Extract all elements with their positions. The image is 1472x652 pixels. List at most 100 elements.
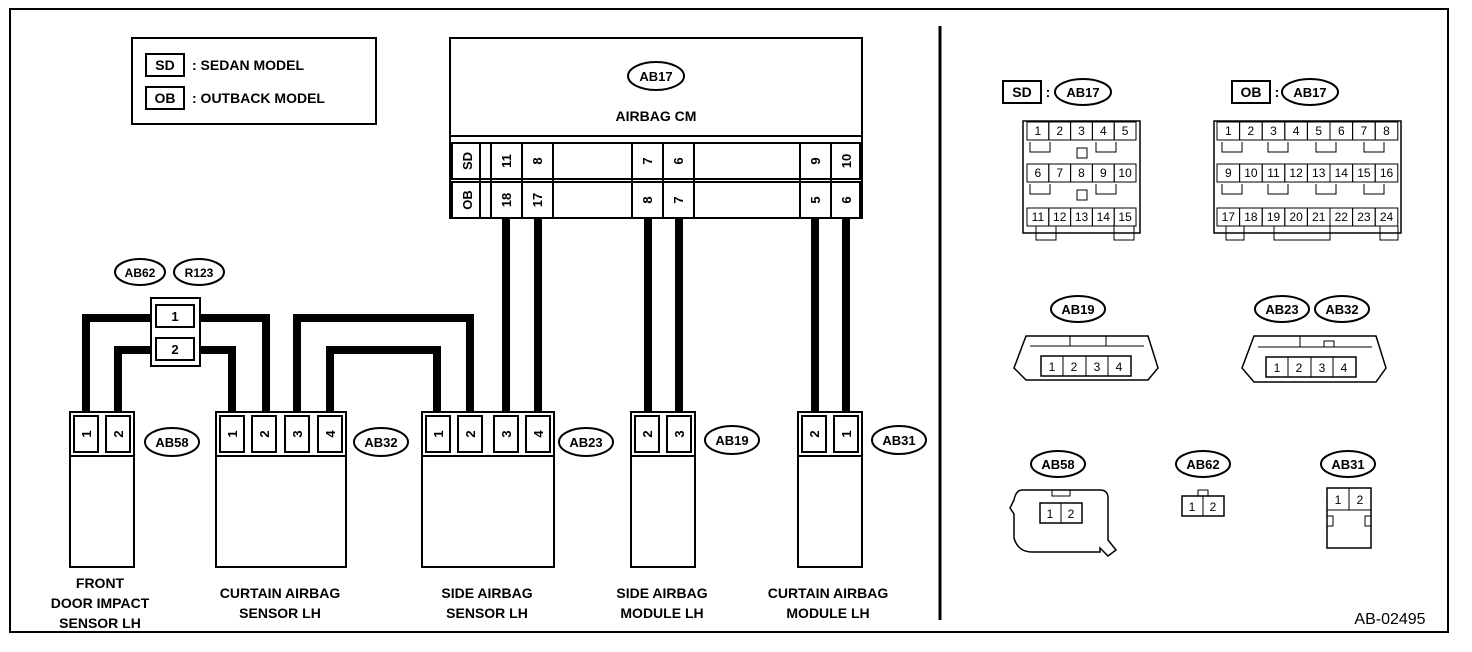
- view-pin: 17: [1222, 210, 1236, 224]
- latch-slot: [1095, 142, 1117, 153]
- latch-slot: [1076, 147, 1088, 159]
- cm-ob-pin: 17: [530, 193, 545, 207]
- view-connector-id: AB19: [1061, 302, 1094, 317]
- legend-sd-code: SD: [155, 57, 174, 73]
- view-pin: 15: [1118, 210, 1132, 224]
- component-label: SIDE AIRBAG: [616, 585, 707, 601]
- view-pin: 2: [1296, 361, 1303, 375]
- splice-pin: 1: [171, 309, 178, 324]
- wire: [196, 314, 270, 412]
- view-pin: 4: [1341, 361, 1348, 375]
- latch-slot: [1267, 142, 1289, 153]
- component-pin: 1: [839, 430, 854, 437]
- component-connector-id: AB31: [882, 433, 915, 448]
- wire: [326, 346, 441, 412]
- component-connector-id: AB19: [715, 433, 748, 448]
- view-pin: 11: [1267, 166, 1280, 180]
- view-pin-cell: [1113, 163, 1137, 183]
- view-pin-cell: [1374, 207, 1399, 227]
- view-pin: 13: [1312, 166, 1326, 180]
- cm-ob-pin: 8: [640, 196, 655, 203]
- view-pin-cell: [1374, 163, 1399, 183]
- ab62-view: AB62 1 2: [1175, 450, 1231, 517]
- ab31-view: AB31 1 2: [1320, 450, 1376, 549]
- component-pin: 2: [257, 430, 272, 437]
- view-pin: 9: [1100, 166, 1107, 180]
- cm-sd-pin: 9: [808, 157, 823, 164]
- view-pin: 4: [1293, 124, 1300, 138]
- view-pin: 23: [1357, 210, 1371, 224]
- component-label: CURTAIN AIRBAG: [768, 585, 889, 601]
- front-door-impact-sensor: 1 2 AB58 FRONT DOOR IMPACT SENSOR LH: [51, 411, 200, 631]
- view-pin: 3: [1270, 124, 1277, 138]
- component-connector-id: AB32: [364, 435, 397, 450]
- view-pin: 16: [1380, 166, 1394, 180]
- cm-connector-id: AB17: [639, 69, 672, 84]
- cm-sd-pin: 10: [839, 154, 854, 168]
- legend-ob-code: OB: [155, 90, 176, 106]
- cm-sd-pin: 8: [530, 157, 545, 164]
- view-pin: 12: [1289, 166, 1303, 180]
- view-pin: 18: [1244, 210, 1258, 224]
- view-pin: 3: [1078, 124, 1085, 138]
- view-pin: 21: [1312, 210, 1326, 224]
- cm-sd-pin: 7: [640, 157, 655, 164]
- view-pin: 22: [1335, 210, 1349, 224]
- cm-ob-pin: 7: [671, 196, 686, 203]
- component-label: MODULE LH: [620, 605, 703, 621]
- view-pin: 8: [1383, 124, 1390, 138]
- latch-slot: [1315, 142, 1337, 153]
- cm-sd-pin-row: [451, 142, 861, 180]
- splice-connector-id: AB62: [125, 266, 156, 280]
- component-label: FRONT: [76, 575, 125, 591]
- component-pin: 1: [79, 430, 94, 437]
- view-pin: 14: [1097, 210, 1111, 224]
- component-pin: 1: [431, 430, 446, 437]
- view-pin: 13: [1075, 210, 1089, 224]
- side-airbag-module: 2 3 AB19 SIDE AIRBAG MODULE LH: [616, 411, 760, 621]
- cm-sd-pin: 6: [671, 157, 686, 164]
- view-connector-id: AB23: [1265, 302, 1298, 317]
- view-pin: 6: [1035, 166, 1042, 180]
- side-airbag-sensor: 1 2 3 4 AB23 SIDE AIRBAG SENSOR LH: [421, 411, 614, 621]
- component-connector-id: AB58: [155, 435, 188, 450]
- latch-slot: [1221, 184, 1243, 195]
- component-label: CURTAIN AIRBAG: [220, 585, 341, 601]
- ab19-view: AB19 1 2 3 4: [1013, 295, 1159, 381]
- ab23-ab32-view: AB23 AB32 1 2 3 4: [1241, 295, 1387, 383]
- view-pin: 4: [1116, 360, 1123, 374]
- view-pin: 1: [1049, 360, 1056, 374]
- view-separator: :: [1275, 84, 1280, 100]
- legend-ob-text: : OUTBACK MODEL: [192, 90, 325, 106]
- view-pin: 1: [1189, 500, 1196, 514]
- component-label: SENSOR LH: [239, 605, 321, 621]
- view-pin: 2: [1210, 500, 1217, 514]
- view-pin: 3: [1094, 360, 1101, 374]
- ab58-view: AB58 1 2: [1009, 450, 1118, 557]
- latch-slot: [1035, 226, 1057, 241]
- diagram-frame: [9, 8, 1449, 633]
- view-pin: 2: [1068, 507, 1075, 521]
- latch-slot: [1363, 184, 1385, 195]
- view-pin: 2: [1248, 124, 1255, 138]
- component-connector-id: AB23: [569, 435, 602, 450]
- airbag-cm: AB17 AIRBAG CM SD OB 11 8 7 6 9 10 18 17…: [449, 37, 863, 219]
- latch-slot: [1076, 189, 1088, 201]
- wire: [82, 314, 155, 412]
- view-pin: 5: [1315, 124, 1322, 138]
- curtain-airbag-sensor: 1 2 3 4 AB32 CURTAIN AIRBAG SENSOR LH: [215, 411, 409, 621]
- component-label: MODULE LH: [786, 605, 869, 621]
- wiring-harness: [82, 218, 850, 412]
- component-pin: 3: [290, 430, 305, 437]
- component-pin: 2: [111, 430, 126, 437]
- view-pin: 2: [1071, 360, 1078, 374]
- component-pin: 4: [531, 430, 546, 438]
- view-pin: 9: [1225, 166, 1232, 180]
- component-pin: 2: [807, 430, 822, 437]
- latch-slot: [1267, 184, 1289, 195]
- view-model-code: OB: [1241, 84, 1262, 100]
